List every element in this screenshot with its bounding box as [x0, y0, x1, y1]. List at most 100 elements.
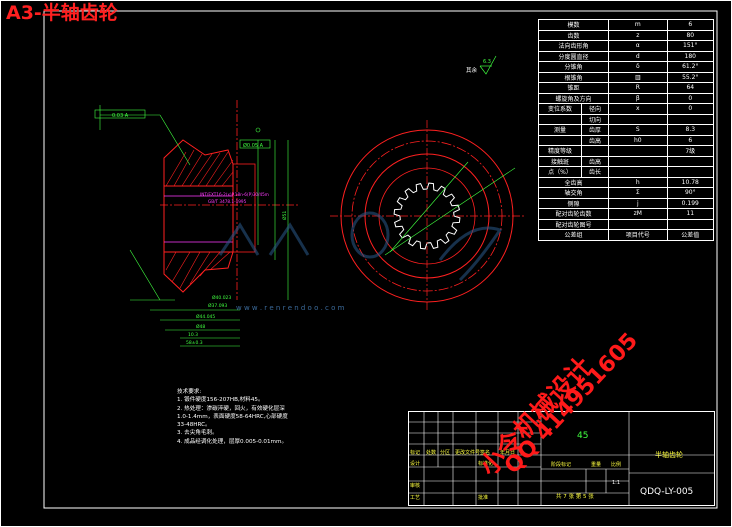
diam-box-label: Ø0.05 A	[243, 142, 264, 149]
note-line-1: 1. 锻件硬度156-207HB,材料45。	[177, 397, 264, 404]
param-cell: 64	[666, 82, 715, 94]
param-cell	[666, 218, 715, 230]
param-cell: d	[608, 50, 668, 62]
tb-label-design: 设计	[410, 461, 421, 467]
param-cell: 配对齿轮齿数	[538, 208, 609, 220]
dim-d1: Ø40.023	[212, 294, 231, 301]
param-row: 接触斑齿高	[538, 155, 715, 167]
param-cell: 测量	[538, 124, 582, 136]
param-cell: 61.2°	[666, 61, 715, 73]
tb-label-count: 处数	[426, 450, 437, 456]
param-cell: z	[608, 29, 668, 41]
param-cell: x	[608, 103, 668, 115]
param-cell: 6	[666, 19, 715, 31]
dim-d3: Ø44.045	[196, 313, 215, 320]
param-cell: 0.199	[666, 197, 715, 209]
param-cell	[666, 155, 715, 167]
param-cell: h	[608, 176, 668, 188]
param-row: 切向	[538, 113, 715, 125]
tb-label-weight: 重量	[591, 462, 602, 468]
param-cell: 锥距	[538, 82, 609, 94]
tb-label-standard: 标准化	[478, 461, 494, 467]
roughness-label: 其余	[466, 66, 478, 74]
param-cell: 全齿高	[538, 176, 609, 188]
param-cell: 配对齿轮图号	[538, 218, 609, 230]
dim-d4: Ø48	[196, 323, 205, 330]
param-cell	[608, 113, 668, 125]
tb-label-process: 工艺	[410, 495, 421, 501]
param-cell: 11	[666, 208, 715, 220]
tb-label-stage: 阶段标记	[551, 462, 572, 468]
tb-label-scale: 比例	[611, 462, 622, 468]
param-cell: 公差值	[666, 229, 715, 241]
param-cell: 齿长	[581, 166, 609, 178]
param-cell	[608, 166, 668, 178]
param-cell: β	[608, 92, 668, 104]
param-cell: 90°	[666, 187, 715, 199]
param-cell: 轴交角	[538, 187, 609, 199]
param-cell: 151°	[666, 40, 715, 52]
tol-box-label: 0.03 A	[112, 113, 129, 119]
param-row: 根锥角▥55.2°	[538, 71, 715, 83]
param-cell: 切向	[581, 113, 609, 125]
watermark-site: w w w . r e n r e n d o o . c o m	[236, 304, 345, 312]
param-row: 公差组项目代号公差值	[538, 229, 715, 241]
dim-d2: Ø37.093	[208, 302, 227, 309]
param-cell: S	[608, 124, 668, 136]
param-cell: 侧隙	[538, 197, 609, 209]
tb-label-change-doc: 更改文件号	[455, 450, 481, 456]
param-cell: 接触斑	[538, 155, 582, 167]
param-cell: ▥	[608, 71, 668, 83]
dim-len1: 10.3	[188, 332, 198, 338]
param-row: 点（%）齿长	[538, 166, 715, 178]
param-cell: 法向齿形角	[538, 40, 609, 52]
roughness-symbol	[479, 55, 497, 75]
param-cell: j	[608, 197, 668, 209]
param-cell	[581, 145, 609, 157]
param-cell: 模数	[538, 19, 609, 31]
param-cell: 项目代号	[608, 229, 668, 241]
param-cell	[666, 166, 715, 178]
tb-drawing-no: QDQ-LY-005	[640, 487, 694, 497]
param-cell: 齿高	[581, 134, 609, 146]
param-cell: 10.78	[666, 176, 715, 188]
param-cell: 螺旋角及方向	[538, 92, 609, 104]
roughness-value: 6.3	[483, 59, 491, 65]
param-cell: 齿数	[538, 29, 609, 41]
param-cell: 齿厚	[581, 124, 609, 136]
param-cell: 根锥角	[538, 71, 609, 83]
param-cell: 公差组	[538, 229, 609, 241]
param-cell: 55.2°	[666, 71, 715, 83]
tb-label-mark: 标记	[410, 450, 421, 456]
param-cell: 点（%）	[538, 166, 582, 178]
inner-frame	[43, 10, 718, 509]
dim-right: Ø51	[281, 211, 288, 220]
param-cell: 径向	[581, 103, 609, 115]
drawing-title: A3-半轴齿轮	[6, 2, 118, 24]
technical-notes-heading: 技术要求:	[177, 389, 202, 395]
renrendoo-logo	[218, 211, 503, 282]
param-cell: 精度等级	[538, 145, 582, 157]
param-cell: 齿高	[581, 155, 609, 167]
section-upper-tooth	[163, 139, 234, 187]
param-cell: 0	[666, 92, 715, 104]
param-cell: 80	[666, 29, 715, 41]
param-cell: 8.3	[666, 124, 715, 136]
param-cell: δ	[608, 61, 668, 73]
note-line-3: 1.0-1.4mm，表面硬度58-64HRC,心部硬度	[177, 413, 288, 420]
param-cell	[538, 134, 582, 146]
front-view	[330, 120, 524, 312]
tb-label-approve: 批准	[478, 495, 489, 501]
tb-label-date: 年月日	[500, 450, 516, 456]
tb-part-name: 半轴齿轮	[655, 451, 683, 459]
